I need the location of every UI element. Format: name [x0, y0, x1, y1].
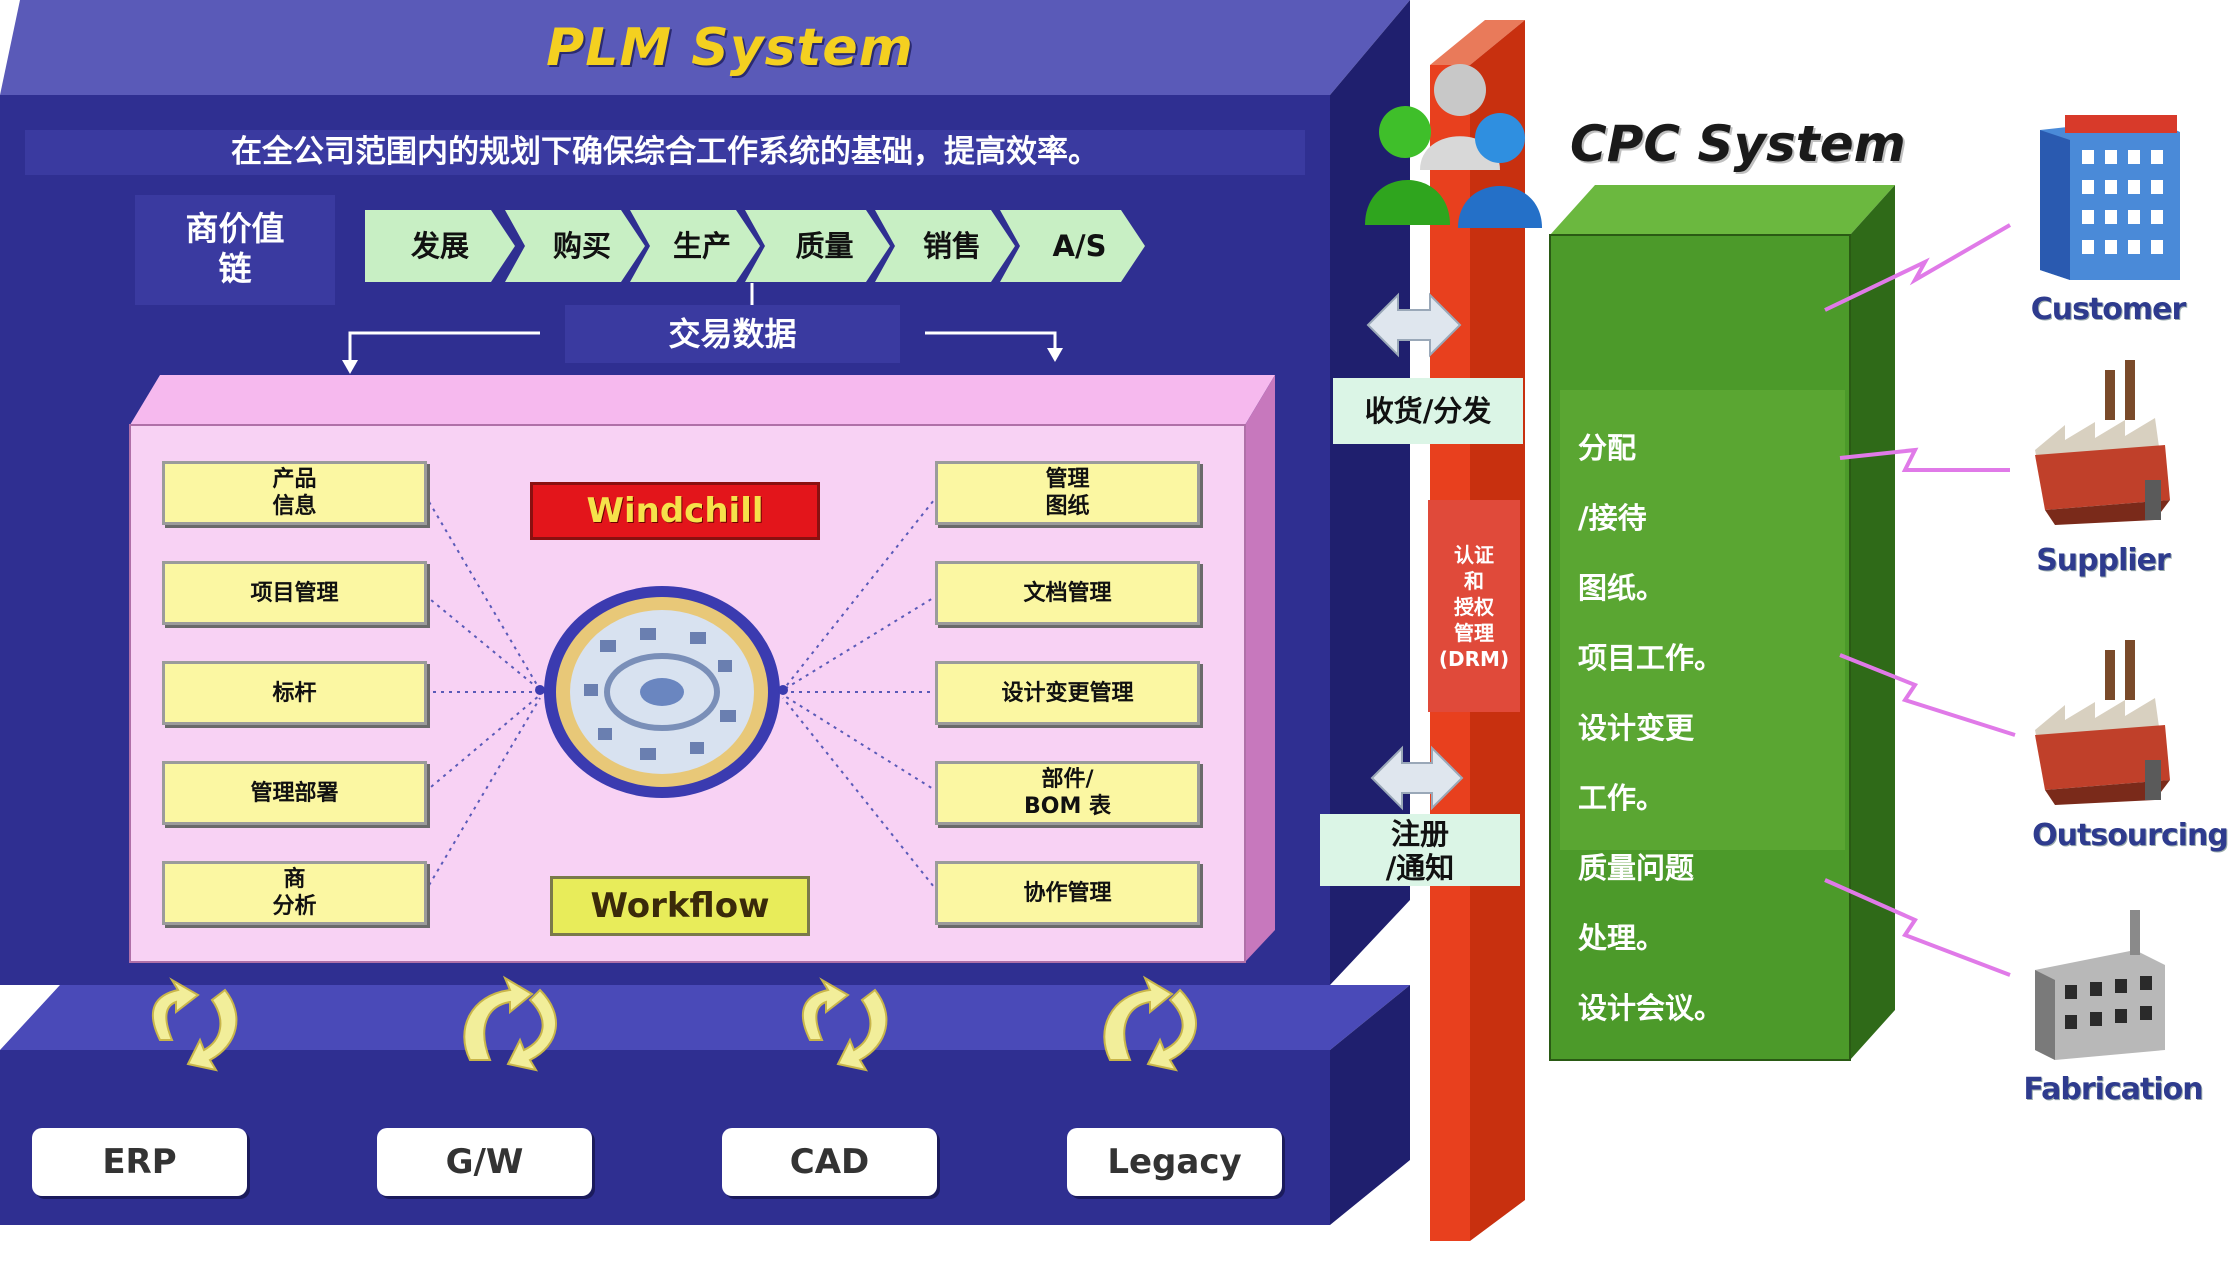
system-legacy: Legacy — [1067, 1128, 1282, 1196]
module-business-analysis: 商 分析 — [162, 861, 427, 925]
module-design-change: 设计变更管理 — [935, 661, 1200, 725]
cpc-item: 分配 — [1578, 431, 1637, 465]
system-erp: ERP — [32, 1128, 247, 1196]
cpc-system-box — [1549, 185, 1895, 1061]
chevron-production: 生产 — [630, 210, 760, 282]
module-product-info: 产品 信息 — [162, 461, 427, 525]
module-collaboration: 协作管理 — [935, 861, 1200, 925]
customer-label: Customer — [2030, 292, 2187, 327]
cpc-item: 商业信息。 — [1578, 1061, 1724, 1095]
chevron-sales: 销售 — [875, 210, 1015, 282]
trade-data-arrows — [342, 283, 1063, 374]
workflow-label: Workflow — [550, 876, 810, 936]
plm-box-3d — [0, 0, 1410, 985]
system-gw: G/W — [377, 1128, 592, 1196]
cpc-item: 专利信息。 — [1578, 1131, 1724, 1165]
cpc-item: 设计变更 — [1578, 711, 1695, 745]
lightning-links — [1824, 223, 2016, 977]
module-project-management: 项目管理 — [162, 561, 427, 625]
module-management-deployment: 管理部署 — [162, 761, 427, 825]
outsourcing-label: Outsourcing — [2032, 818, 2229, 853]
value-chain-label: 商价值 链 — [135, 195, 335, 305]
building-icon — [2040, 115, 2180, 280]
windchill-label: Windchill — [530, 482, 820, 540]
system-cad: CAD — [722, 1128, 937, 1196]
cpc-item: 质量问题 — [1578, 851, 1695, 885]
module-parts-bom: 部件/ BOM 表 — [935, 761, 1200, 825]
chevron-after-sales: A/S — [1000, 210, 1145, 282]
drm-label: 认证 和 授权 管理 (DRM) — [1428, 500, 1520, 712]
module-document-management: 文档管理 — [935, 561, 1200, 625]
cpc-item: 项目工作。 — [1578, 641, 1724, 675]
chevron-purchase: 购买 — [505, 210, 645, 282]
chevron-quality: 质量 — [745, 210, 890, 282]
cpc-item: 处理。 — [1578, 921, 1666, 955]
cpc-functions-list: 分配 /接待 图纸。 项目工作。 设计变更 工作。 质量问题 处理。 设计会议。… — [1578, 396, 1838, 1271]
factory-icon — [2035, 360, 2170, 525]
chevron-development: 发展 — [365, 210, 515, 282]
supplier-label: Supplier — [2036, 543, 2171, 578]
plm-description: 在全公司范围内的规划下确保综合工作系统的基础，提高效率。 — [25, 130, 1305, 175]
users-group-icon — [1365, 64, 1542, 228]
module-drawing-management: 管理 图纸 — [935, 461, 1200, 525]
plant-icon — [2035, 910, 2165, 1060]
module-benchmark: 标杆 — [162, 661, 427, 725]
cpc-system-title: CPC System — [1570, 115, 1906, 173]
cpc-item: 图纸。 — [1578, 571, 1666, 605]
receive-distribute-label: 收货/分发 — [1333, 378, 1523, 444]
trade-data-label: 交易数据 — [565, 305, 900, 363]
cpc-item: 工作。 — [1578, 781, 1666, 815]
plm-system-title: PLM System — [546, 18, 914, 78]
cpc-item: 设计会议。 — [1578, 991, 1724, 1025]
cpc-item: 信息通知。 — [1578, 1201, 1724, 1235]
fabrication-label: Fabrication — [2023, 1072, 2203, 1107]
cpc-item: /接待 — [1578, 501, 1647, 535]
factory-icon — [2035, 640, 2170, 805]
register-notify-label: 注册 /通知 — [1320, 814, 1520, 886]
